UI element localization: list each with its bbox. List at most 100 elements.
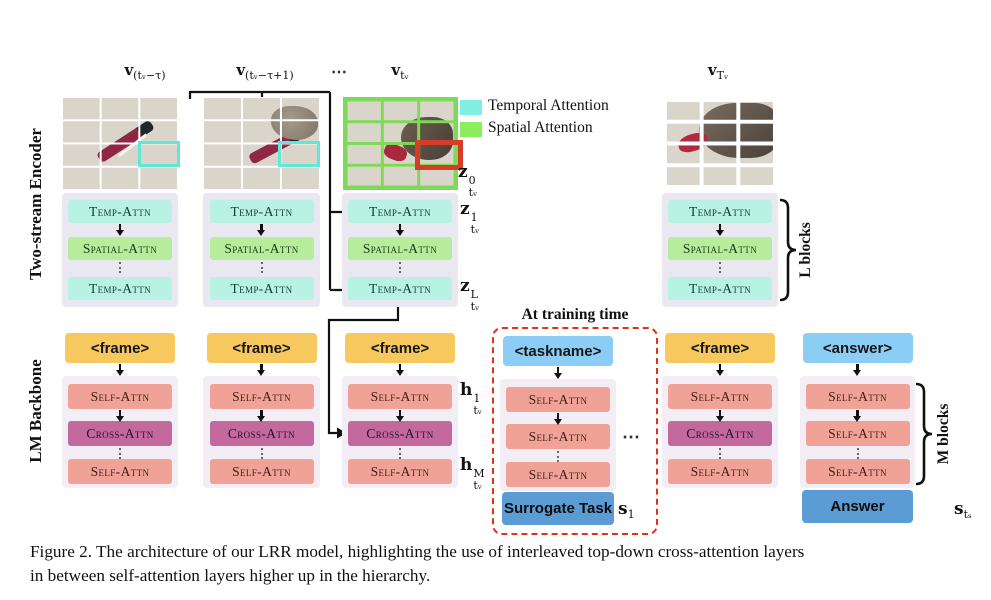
spatial-attention-swatch [460,122,482,137]
self-attn-box: Self-Attn [805,459,910,484]
self-attn-box: Self-Attn [805,421,910,446]
l-blocks-label: L blocks [797,222,814,278]
taskname-column: <taskname> Self-Attn Self-Attn Self-Attn [500,336,616,491]
self-attn-box: Self-Attn [668,459,772,484]
temporal-attention-highlight [138,141,180,167]
temporal-attention-highlight [278,141,320,167]
encoder-stack-3: Temp-Attn Spatial-Attn Temp-Attn [342,193,458,307]
vertical-ellipsis-icon [662,260,778,277]
training-time-title: At training time [521,306,629,323]
backbone-stack: Self-Attn Cross-Attn Self-Attn [342,376,458,488]
frame-token: <frame> [665,333,775,363]
video-frame-label-1: v(tᵥ−τ) [124,61,166,82]
backbone-stack: Self-Attn Self-Attn Self-Attn [800,376,915,488]
self-attn-box: Self-Attn [68,384,172,409]
cross-attn-box: Cross-Attn [668,421,772,446]
figure-caption-line-1: Figure 2. The architecture of our LRR mo… [30,542,805,561]
encoder-stack-2: Temp-Attn Spatial-Attn Temp-Attn [203,193,320,307]
self-attn-box: Self-Attn [506,462,610,487]
arrow-down-icon [800,363,915,376]
video-frame-label-2: v(tᵥ−τ+1) [236,61,294,82]
arrow-down-icon [500,412,616,424]
video-frame-4 [662,97,778,190]
temp-attn-box: Temp-Attn [668,200,772,223]
vertical-ellipsis-icon [342,446,458,459]
temp-attn-box: Temp-Attn [348,200,452,223]
self-attn-box: Self-Attn [506,387,610,412]
cross-attn-box: Cross-Attn [68,421,172,446]
ellipsis-training: ⋯ [622,427,641,447]
arrow-down-icon [203,363,320,376]
spatial-attention-label: Spatial Attention [488,119,593,136]
temp-attn-box: Temp-Attn [348,277,452,300]
surrogate-task-box: Surrogate Task [502,492,614,525]
arrow-down-icon [500,366,616,379]
arrow-down-icon [62,363,178,376]
backbone-stack: Self-Attn Self-Attn Self-Attn [500,379,616,491]
video-frame-1 [62,97,180,190]
video-frame-3 [343,97,463,190]
answer-box: Answer [802,490,913,523]
arrow-down-icon [662,409,778,421]
temporal-attention-label: Temporal Attention [488,97,609,114]
ellipsis-top: ⋯ [331,64,348,81]
training-time-box: <taskname> Self-Attn Self-Attn Self-Attn… [492,327,658,535]
backbone-column-3: <frame> Self-Attn Cross-Attn Self-Attn [342,333,458,488]
arrow-down-icon [342,363,458,376]
vertical-ellipsis-icon [62,260,178,277]
vertical-ellipsis-icon [342,260,458,277]
frame-token: <frame> [206,333,317,363]
patch-grid [662,97,778,190]
temp-attn-box: Temp-Attn [209,200,314,223]
backbone-column-4: <frame> Self-Attn Cross-Attn Self-Attn [662,333,778,488]
arrow-down-icon [800,409,915,421]
vertical-ellipsis-icon [203,446,320,459]
answer-token: <answer> [802,333,913,363]
arrow-down-icon [62,409,178,421]
backbone-column-2: <frame> Self-Attn Cross-Attn Self-Attn [203,333,320,488]
backbone-column-1: <frame> Self-Attn Cross-Attn Self-Attn [62,333,178,488]
temp-attn-box: Temp-Attn [68,200,172,223]
answer-column: <answer> Self-Attn Self-Attn Self-Attn [800,333,915,488]
backbone-side-label: LM Backbone [26,359,45,463]
self-attn-box: Self-Attn [348,459,452,484]
spatial-attn-box: Spatial-Attn [68,237,172,260]
vertical-ellipsis-icon [203,260,320,277]
temp-attn-box: Temp-Attn [209,277,314,300]
frame-token: <frame> [65,333,175,363]
encoder-stack-4: Temp-Attn Spatial-Attn Temp-Attn [662,193,778,307]
video-frame-label-4: vTᵥ [707,61,729,82]
encoder-stack-1: Temp-Attn Spatial-Attn Temp-Attn [62,193,178,307]
vertical-ellipsis-icon [500,449,616,462]
self-attn-box: Self-Attn [209,384,314,409]
l-blocks-brace-icon [779,198,797,302]
arrow-down-icon [203,409,320,421]
taskname-token: <taskname> [503,336,613,366]
self-attn-box: Self-Attn [506,424,610,449]
cross-attn-box: Cross-Attn [348,421,452,446]
vertical-ellipsis-icon [800,446,915,459]
backbone-stack: Self-Attn Cross-Attn Self-Attn [62,376,178,488]
backbone-stack: Self-Attn Cross-Attn Self-Attn [662,376,778,488]
arrow-down-icon [342,223,458,237]
video-frame-label-3: vtᵥ [391,61,409,82]
self-attn-box: Self-Attn [348,384,452,409]
m-blocks-label: M blocks [935,403,952,465]
cross-attn-box: Cross-Attn [209,421,314,446]
arrow-down-icon [62,223,178,237]
figure-caption-line-2: in between self-attention layers higher … [30,566,431,585]
spatial-attn-box: Spatial-Attn [209,237,314,260]
encoder-side-label: Two-stream Encoder [26,128,45,280]
temp-attn-box: Temp-Attn [668,277,772,300]
spatial-attention-highlight [415,140,463,170]
vertical-ellipsis-icon [662,446,778,459]
video-frame-2 [203,97,320,190]
arrow-down-icon [342,409,458,421]
self-attn-box: Self-Attn [209,459,314,484]
